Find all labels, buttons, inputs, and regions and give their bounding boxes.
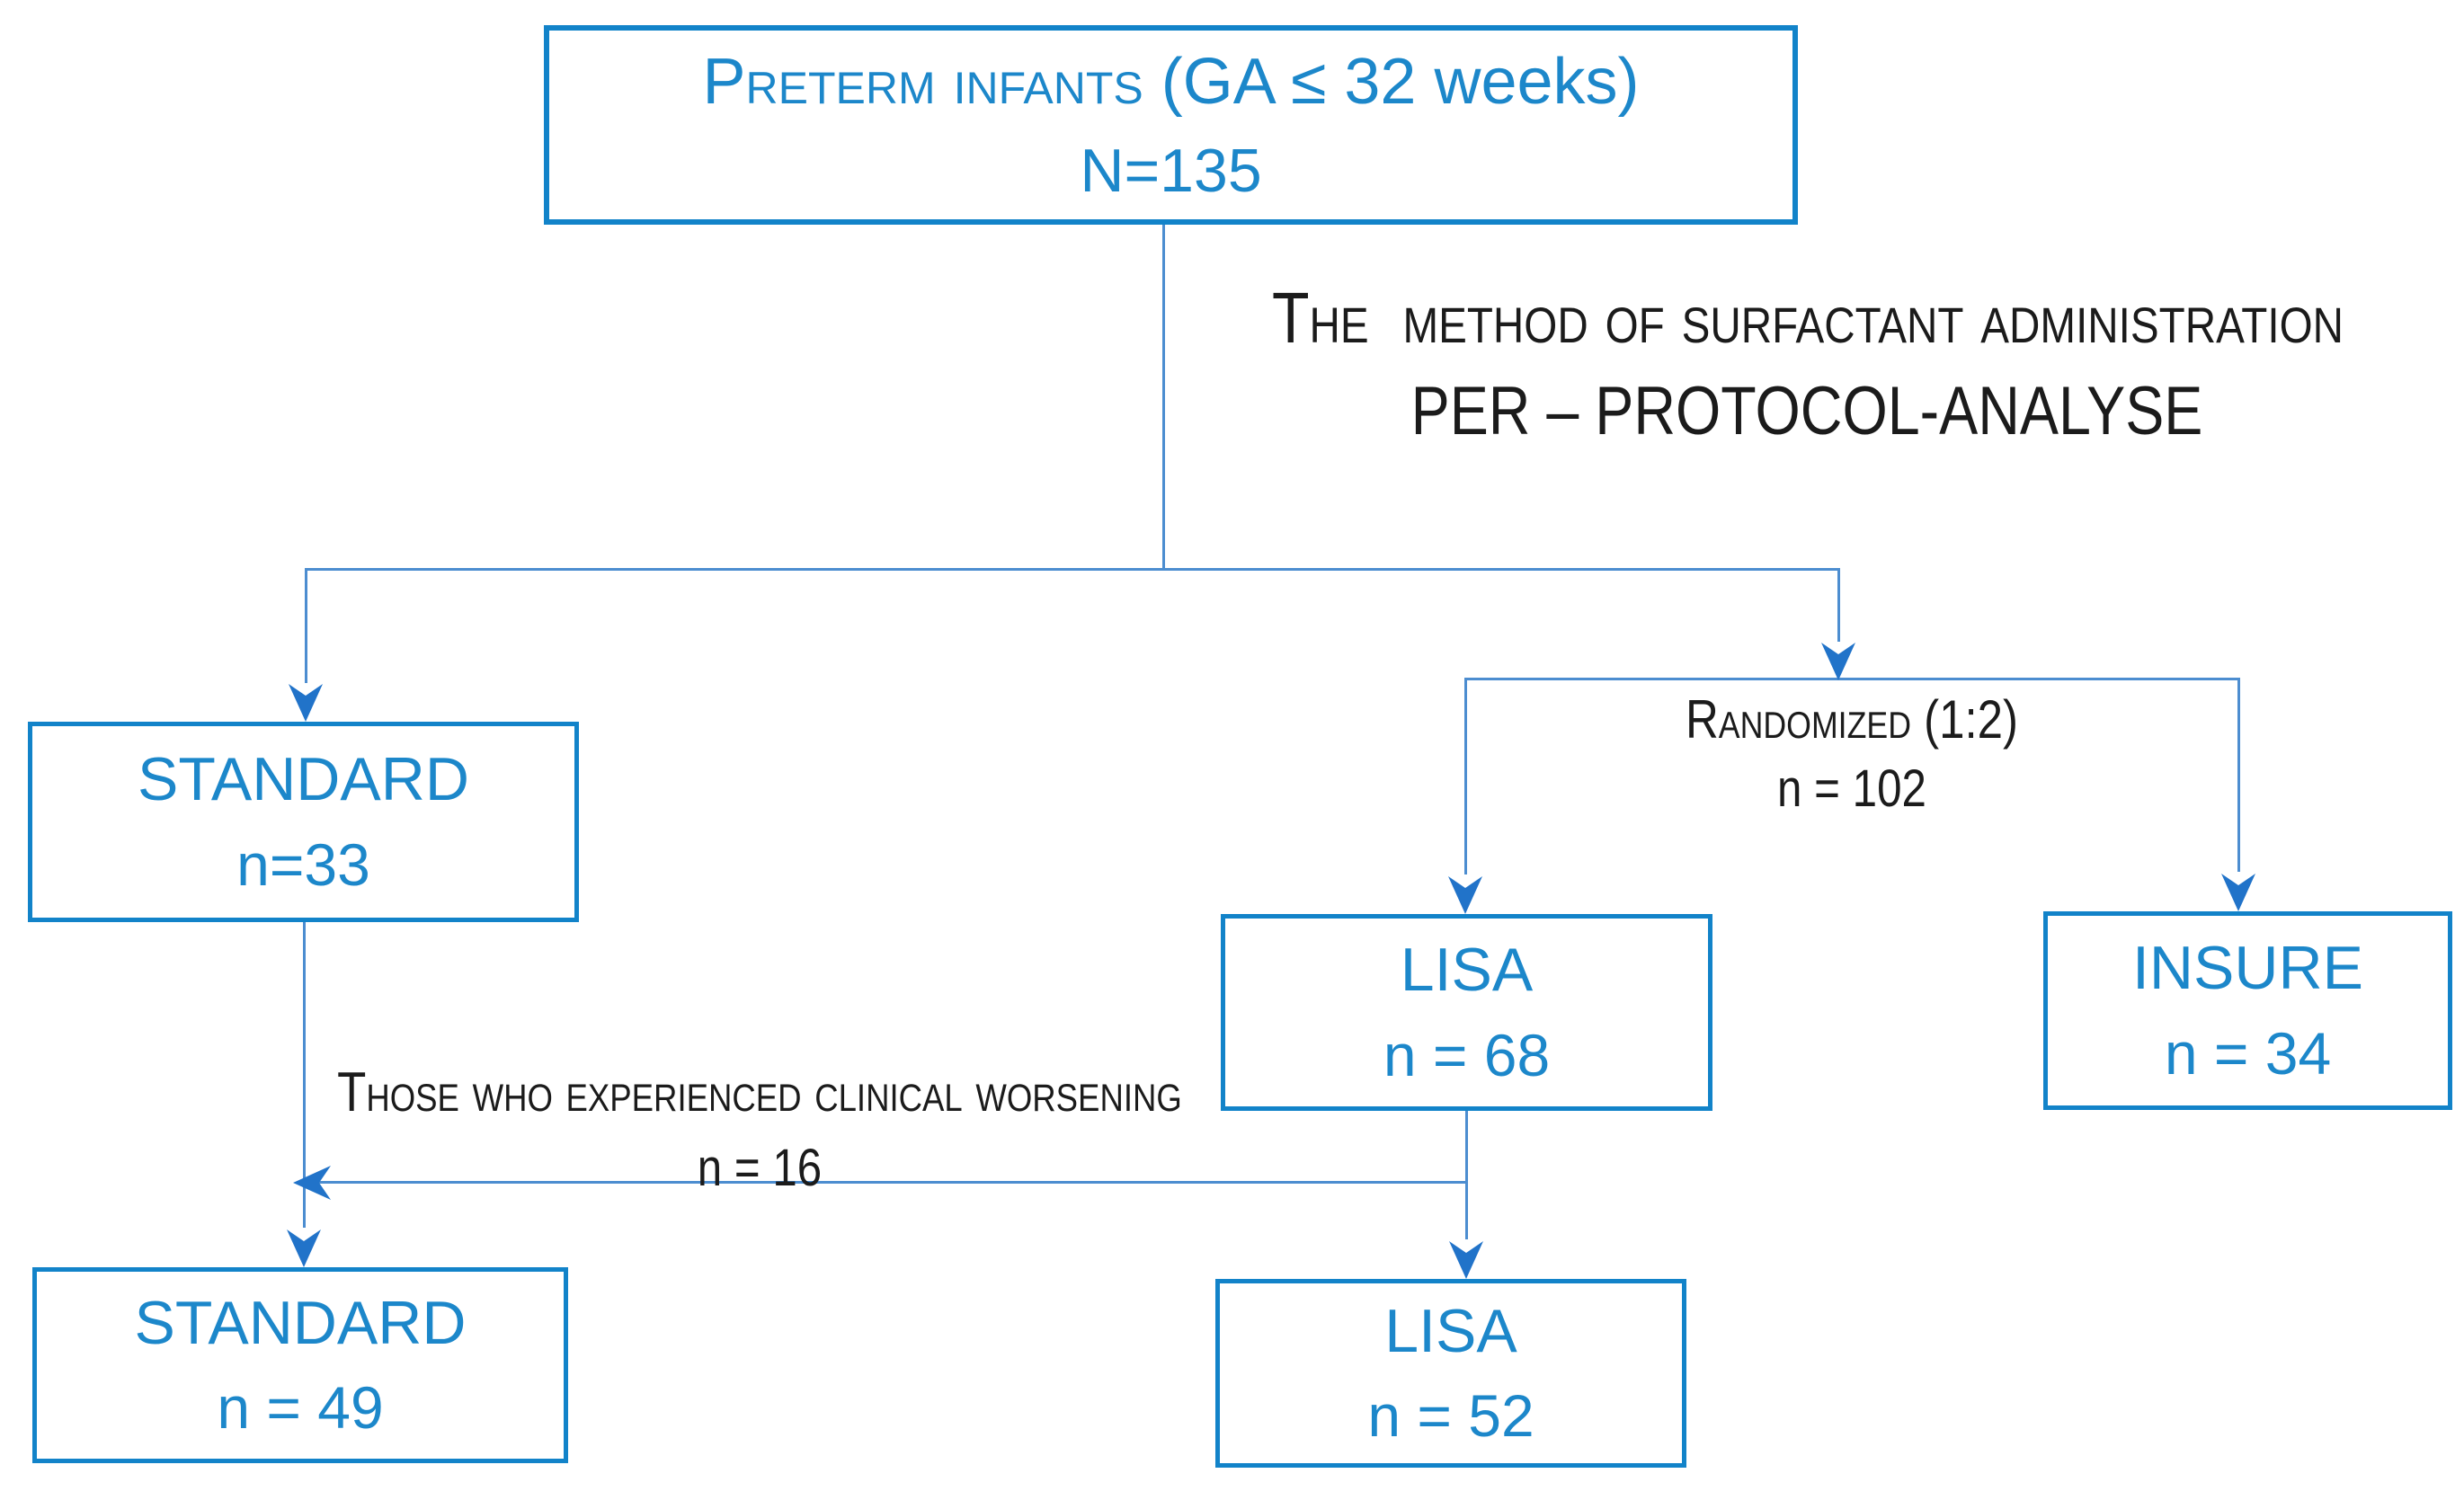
label-randomized: Randomized (1:2) n = 102	[1546, 688, 2157, 820]
box-title: STANDARD	[138, 745, 469, 814]
box-count: n = 34	[2164, 1019, 2332, 1087]
box-title: Preterm infants (GA ≤ 32 weeks)	[703, 36, 1640, 128]
connector-fork-horizontal	[1464, 678, 2240, 680]
box-insure-arm: INSURE n = 34	[2043, 911, 2452, 1110]
box-lisa-arm: LISA n = 68	[1221, 914, 1712, 1111]
label-line1: Randomized (1:2)	[1685, 689, 2019, 750]
label-line2: n = 102	[1777, 759, 1926, 818]
connector-drop-randomized	[1837, 568, 1840, 642]
box-title-rest: (GA ≤ 32 weeks)	[1161, 45, 1640, 118]
box-count: n = 49	[217, 1374, 384, 1442]
box-standard-final: STANDARD n = 49	[32, 1267, 568, 1463]
box-count: n=33	[236, 830, 370, 898]
arrow-down-icon	[1821, 643, 1855, 680]
box-count: N=135	[1080, 136, 1262, 205]
label-clinical-worsening: Those who experienced clinical worsening…	[301, 1061, 1218, 1199]
box-title: STANDARD	[134, 1288, 467, 1357]
box-count: n = 52	[1367, 1382, 1534, 1450]
box-title-smallcaps: Preterm infants	[702, 45, 1143, 118]
connector-standard-down	[303, 922, 306, 1228]
arrow-down-icon	[1448, 876, 1482, 914]
label-method-of-administration: The method of surfactant administration …	[1272, 277, 2344, 450]
arrow-down-icon	[289, 684, 323, 722]
arrow-down-icon	[2221, 874, 2255, 911]
box-lisa-final: LISA n = 52	[1215, 1279, 1686, 1468]
box-title: LISA	[1384, 1296, 1517, 1365]
arrow-left-icon	[293, 1166, 331, 1200]
box-count: n = 68	[1383, 1021, 1551, 1088]
arrow-down-icon	[287, 1229, 321, 1267]
connector-fork-left	[1464, 678, 1467, 874]
box-preterm-infants: Preterm infants (GA ≤ 32 weeks) N=135	[544, 25, 1798, 225]
connector-worsening-horizontal	[309, 1181, 1467, 1184]
box-title: INSURE	[2132, 934, 2363, 1003]
label-line2: n = 16	[697, 1139, 823, 1198]
label-line1: Those who experienced clinical worsening	[337, 1061, 1182, 1123]
label-line2: PER – PROTOCOL-ANALYSE	[1410, 373, 2203, 449]
arrow-down-icon	[1449, 1241, 1483, 1279]
connector-drop-standard	[305, 568, 307, 683]
box-standard-arm: STANDARD n=33	[28, 722, 579, 922]
label-line1: The method of surfactant administration	[1272, 278, 2344, 358]
connector-stem-top	[1162, 225, 1165, 570]
connector-lisa-down	[1465, 1111, 1468, 1239]
box-title: LISA	[1400, 936, 1534, 1005]
connector-fork-right	[2237, 678, 2240, 872]
connector-branch-horizontal	[305, 568, 1840, 571]
